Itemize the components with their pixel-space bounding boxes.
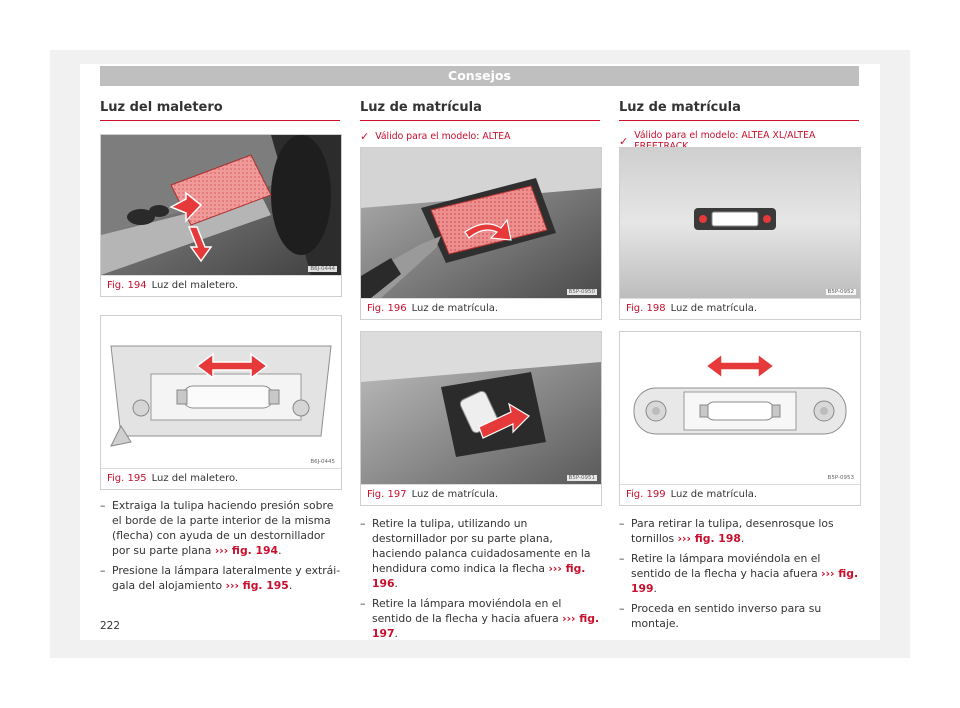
plate-lamp-removal-illustration	[361, 332, 601, 484]
figure-195: B6J-0445 Fig. 195 Luz del maletero.	[100, 315, 342, 490]
figure-197: B5P-0951 Fig. 197 Luz de matrícula.	[360, 331, 602, 506]
figure-link[interactable]: ››› fig. 195	[225, 579, 289, 592]
list-item: Retire la lámpara moviéndola en el senti…	[619, 551, 863, 596]
plate-light-screwdriver-illustration	[361, 148, 601, 298]
trunk-lamp-illustration	[101, 316, 341, 468]
trunk-light-illustration	[101, 135, 341, 275]
figure-code: B6J-0444	[308, 266, 337, 272]
figure-code: B5P-0952	[825, 289, 856, 295]
figure-caption: Fig. 195 Luz del maletero.	[101, 468, 341, 489]
figure-image: B6J-0445	[101, 316, 341, 468]
list-item: Proceda en sentido inverso para su monta…	[619, 601, 863, 631]
figure-199: B5P-0953 Fig. 199 Luz de matrícula.	[619, 331, 861, 506]
figure-code: B5P-0953	[825, 475, 856, 481]
column-plate-light-altea-xl: Luz de matrícula ✓Válido para el modelo:…	[619, 96, 861, 630]
figure-caption-text: Luz de matrícula.	[411, 303, 499, 314]
list-item: Para retirar la tulipa, desenrosque los …	[619, 516, 863, 546]
figure-caption: Fig. 198 Luz de matrícula.	[620, 298, 860, 319]
plate-lamp-bulb-illustration	[620, 332, 860, 484]
steps-list: Para retirar la tulipa, desenrosque los …	[619, 516, 863, 636]
figure-caption-text: Luz del maletero.	[151, 473, 239, 484]
figure-image: B5P-0953	[620, 332, 860, 484]
figure-caption: Fig. 194 Luz del maletero.	[101, 275, 341, 296]
figure-image: B5P-0950	[361, 148, 601, 298]
figure-194: B6J-0444 Fig. 194 Luz del maletero.	[100, 134, 342, 297]
section-title: Luz de matrícula	[360, 96, 600, 121]
steps-list: Retire la tulipa, utilizando un destorni…	[360, 516, 604, 646]
column-trunk-light: Luz del maletero	[100, 96, 342, 592]
figure-image: B5P-0951	[361, 332, 601, 484]
steps-list: Extraiga la tulipa haciendo presión sobr…	[100, 498, 344, 598]
figure-label: Fig. 199	[626, 489, 666, 500]
section-title: Luz de matrícula	[619, 96, 859, 121]
figure-label: Fig. 198	[626, 303, 666, 314]
list-item: Extraiga la tulipa haciendo presión sobr…	[100, 498, 344, 558]
header-title: Consejos	[448, 68, 511, 83]
header-band	[100, 66, 859, 86]
figure-caption-text: Luz de matrícula.	[670, 303, 758, 314]
list-item: Retire la tulipa, utilizando un destorni…	[360, 516, 604, 591]
column-plate-light-altea: Luz de matrícula ✓Válido para el modelo:…	[360, 96, 602, 640]
figure-link[interactable]: ››› fig. 197	[372, 612, 600, 640]
list-item: Presione la lámpara lateralmente y extrá…	[100, 563, 344, 593]
figure-198: B5P-0952 Fig. 198 Luz de matrícula.	[619, 147, 861, 320]
list-item: Retire la lámpara moviéndola en el senti…	[360, 596, 604, 641]
figure-code: B6J-0445	[308, 459, 337, 465]
figure-caption: Fig. 196 Luz de matrícula.	[361, 298, 601, 319]
figure-caption-text: Luz de matrícula.	[670, 489, 758, 500]
figure-label: Fig. 196	[367, 303, 407, 314]
figure-code: B5P-0950	[566, 289, 597, 295]
figure-label: Fig. 195	[107, 473, 147, 484]
page-number: 222	[100, 620, 121, 632]
figure-label: Fig. 197	[367, 489, 407, 500]
section-title: Luz del maletero	[100, 96, 340, 121]
figure-link[interactable]: ››› fig. 198	[677, 532, 741, 545]
figure-link[interactable]: ››› fig. 196	[372, 562, 586, 590]
figure-caption-text: Luz de matrícula.	[411, 489, 499, 500]
check-icon: ✓	[360, 130, 370, 143]
figure-caption: Fig. 197 Luz de matrícula.	[361, 484, 601, 505]
figure-image: B5P-0952	[620, 148, 860, 298]
figure-label: Fig. 194	[107, 280, 147, 291]
figure-link[interactable]: ››› fig. 194	[214, 544, 279, 557]
figure-caption-text: Luz del maletero.	[151, 280, 239, 291]
figure-196: B5P-0950 Fig. 196 Luz de matrícula.	[360, 147, 602, 320]
plate-light-housing-illustration	[620, 148, 860, 298]
model-validity: ✓Válido para el modelo: ALTEA	[360, 130, 511, 143]
figure-caption: Fig. 199 Luz de matrícula.	[620, 484, 860, 505]
figure-image: B6J-0444	[101, 135, 341, 275]
model-validity: ✓Válido para el modelo: ALTEA XL/ALTEA F…	[619, 130, 816, 152]
figure-link[interactable]: ››› fig. 199	[631, 567, 859, 595]
check-icon: ✓	[619, 134, 629, 148]
figure-code: B5P-0951	[566, 475, 597, 481]
